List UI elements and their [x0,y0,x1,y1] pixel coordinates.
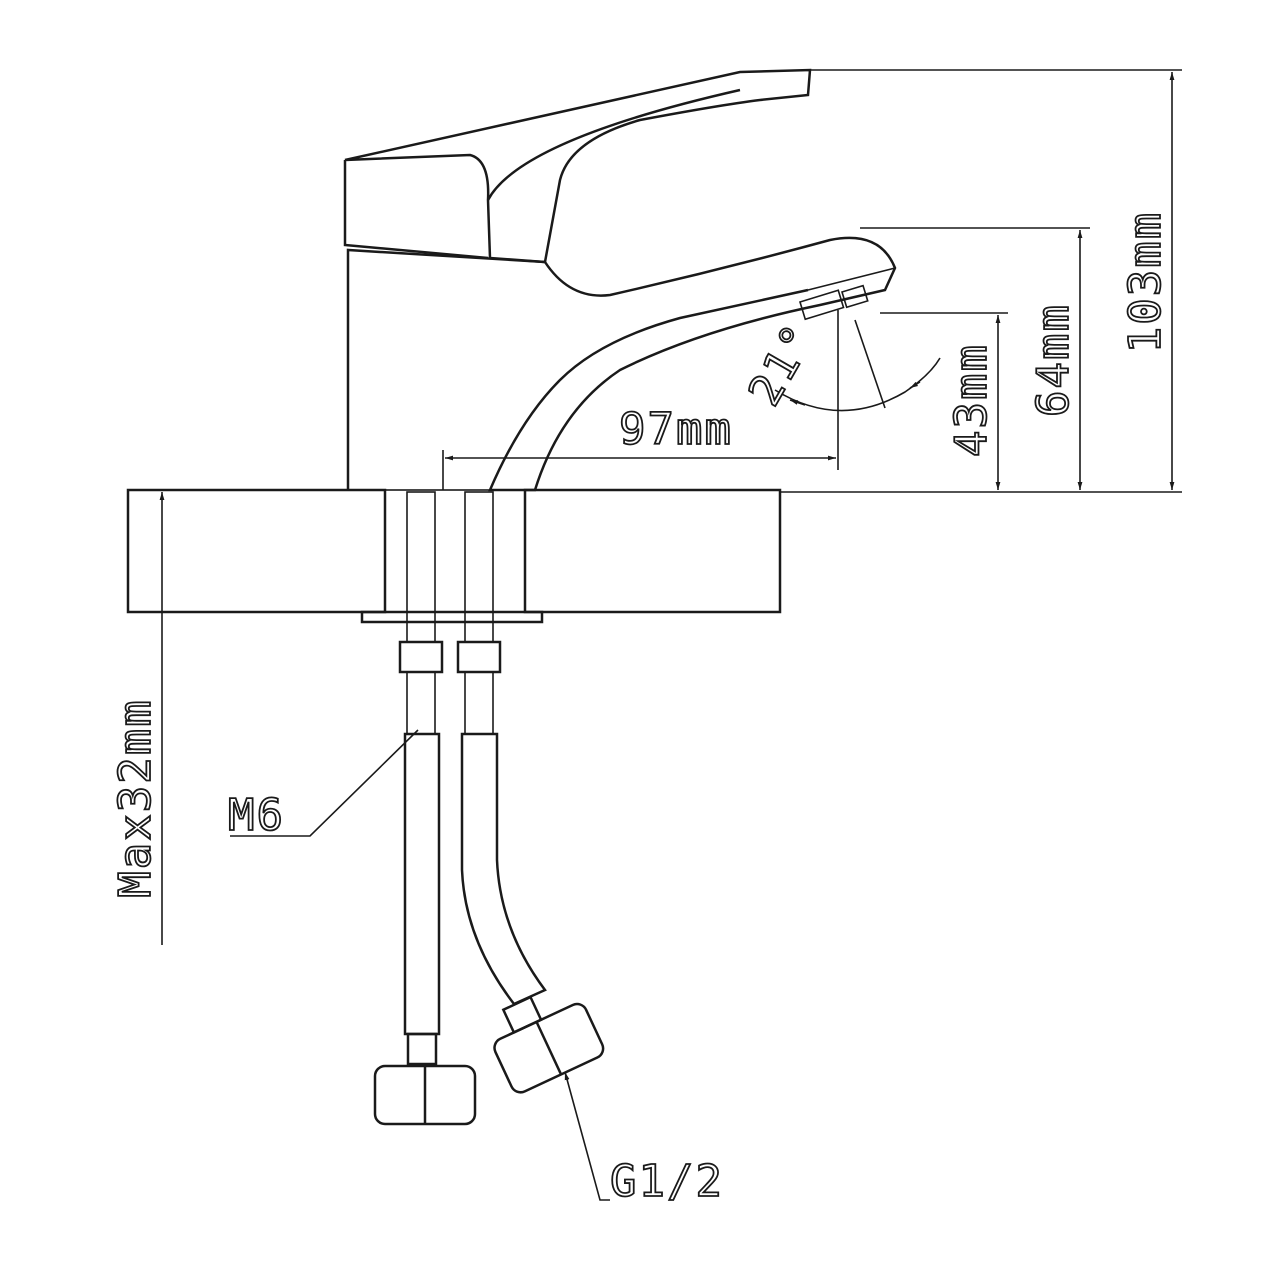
g12-leader [564,1071,610,1201]
mounting-plate [360,610,544,624]
aerator [799,284,869,321]
dim-43mm: 43mm [946,343,997,457]
dim-max32mm: Max32mm [110,698,161,897]
left-hose-nut [373,1064,477,1126]
dim-64mm: 64mm [1028,303,1079,417]
dimension-lines [140,69,1182,1201]
faucet-body [343,68,897,492]
right-hose [456,491,605,1094]
countertop [126,488,782,624]
dim-103mm: 103mm [1120,211,1171,353]
label-m6: M6 [228,790,285,841]
m6-leader [230,729,419,837]
right-hose-nut [493,995,605,1094]
dim-angle: 21° [739,315,826,415]
left-hose [373,491,477,1126]
label-g12: G1/2 [610,1156,724,1207]
dim-97mm: 97mm [619,404,733,455]
